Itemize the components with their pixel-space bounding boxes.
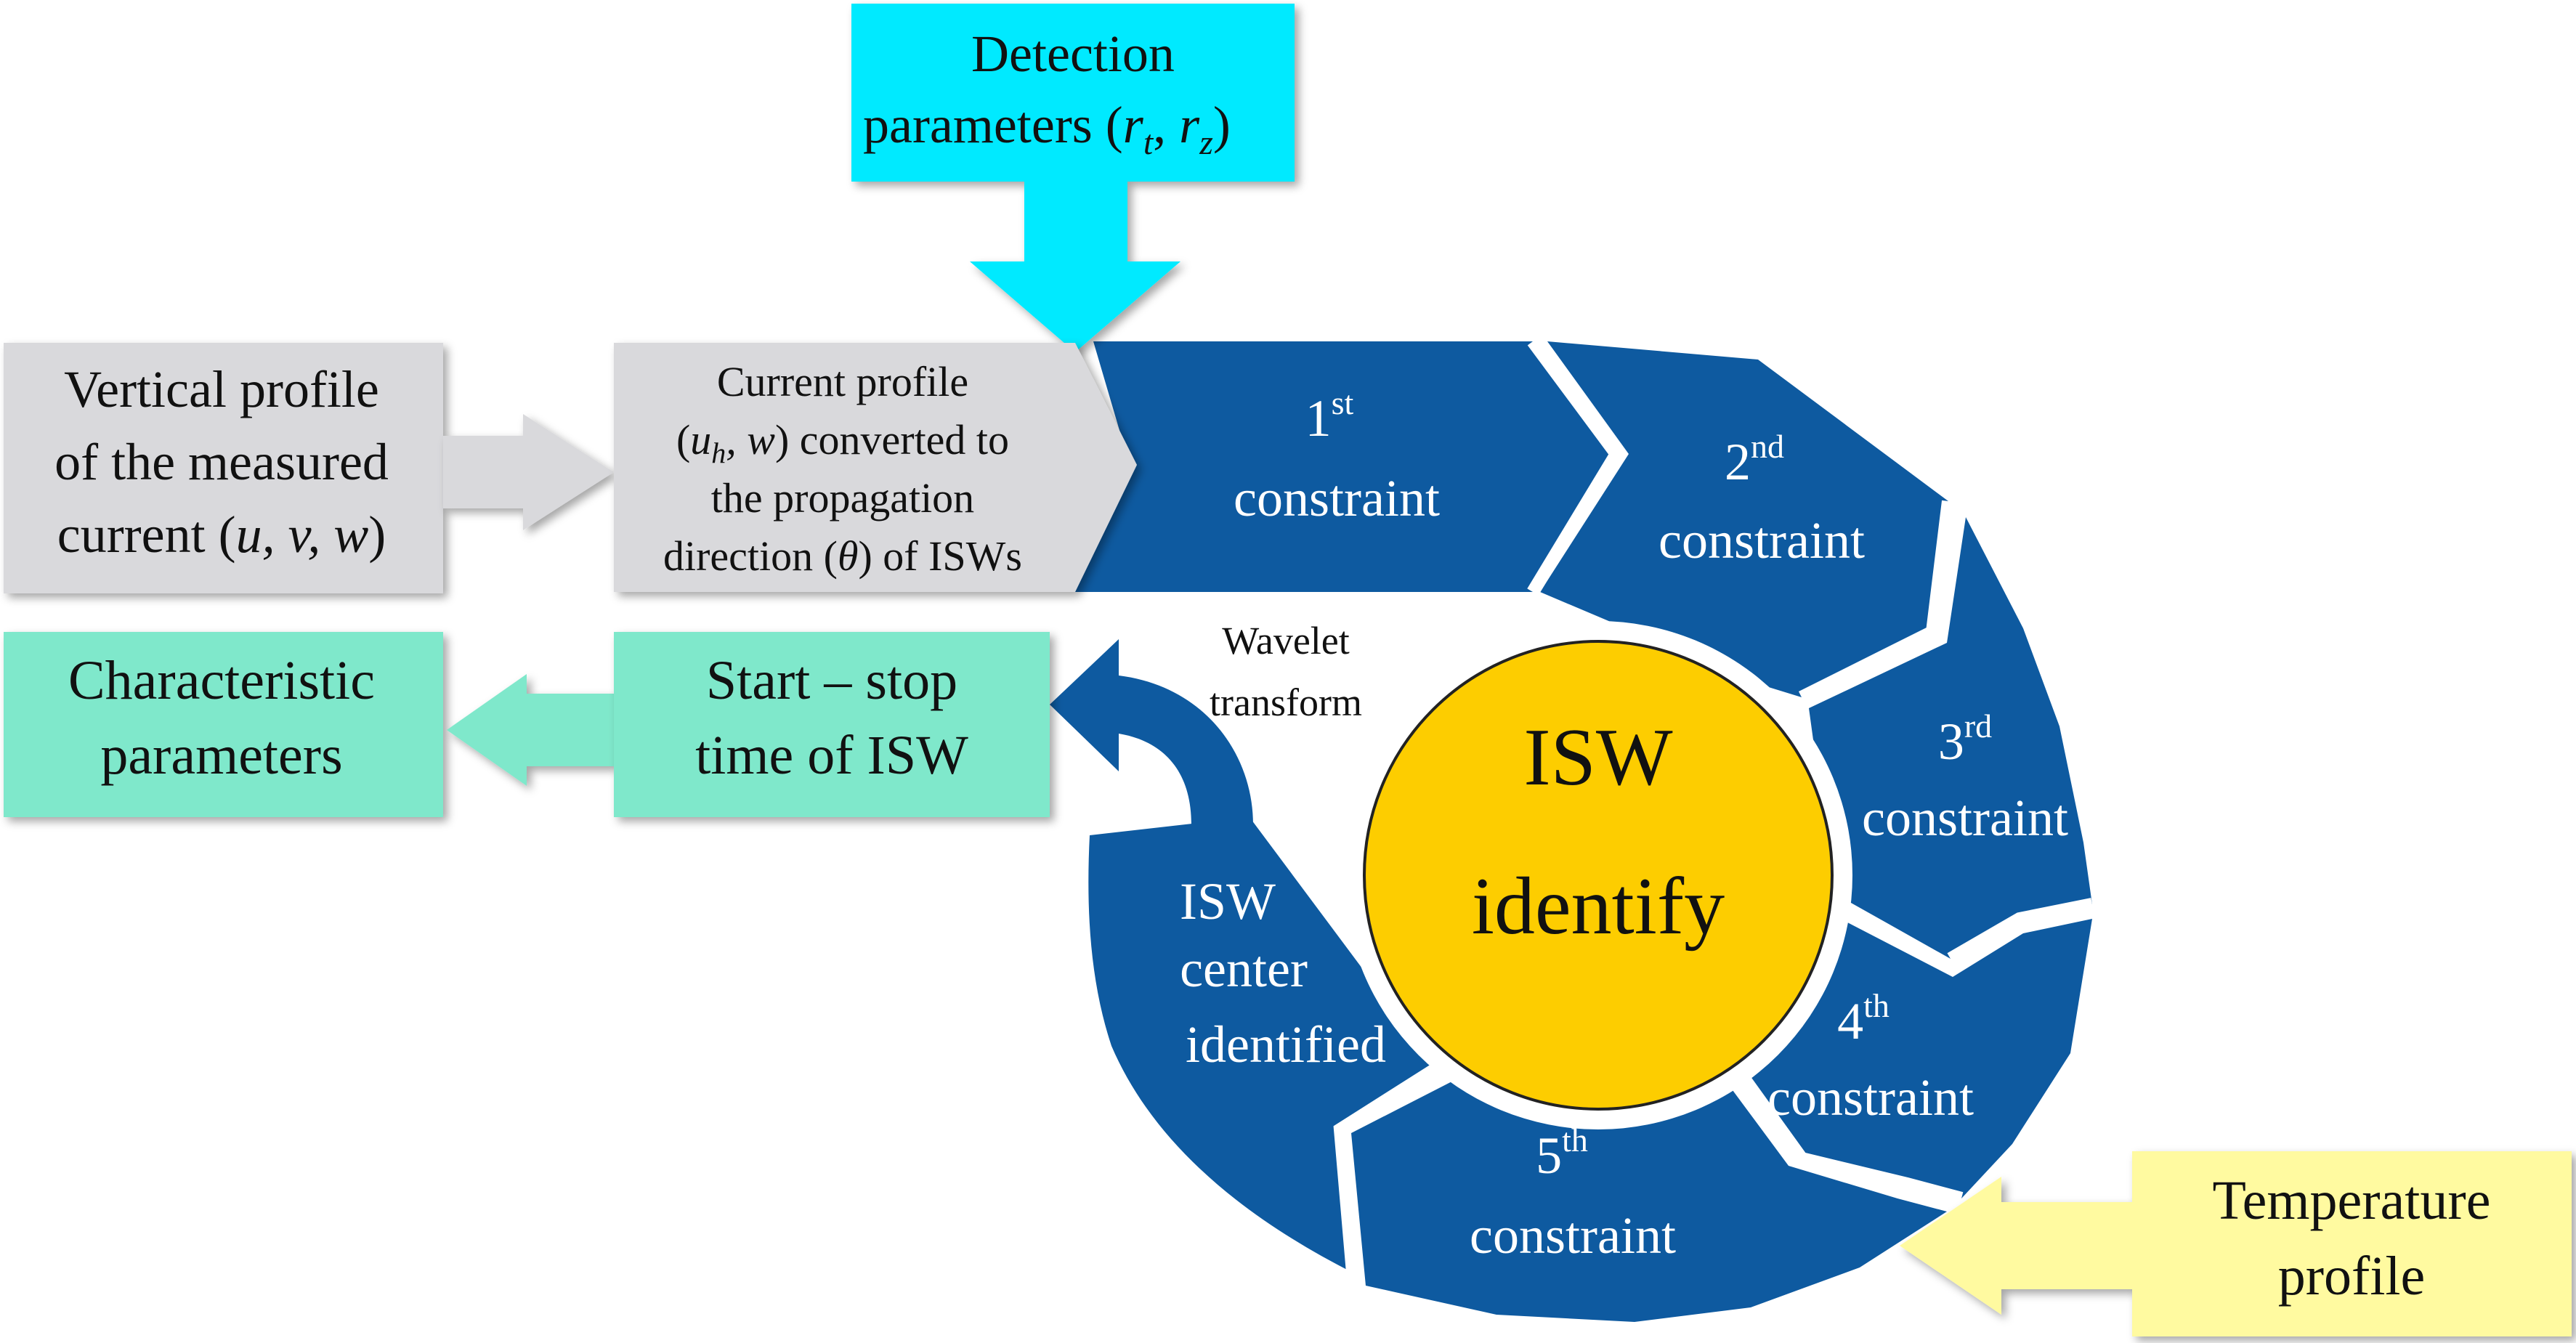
- start-stop-line1: Start – stop: [706, 650, 957, 711]
- temperature-line1: Temperature: [2213, 1170, 2491, 1231]
- constraint-5-ordinal: 5th: [1536, 1121, 1588, 1185]
- center-line1: ISW: [1523, 713, 1673, 803]
- segment-isw-center-identified: [1088, 817, 1451, 1273]
- vertical-profile-line2: of the measured: [54, 433, 389, 491]
- wavelet-curved-arrow: [1050, 639, 1253, 824]
- characteristic-line1: Characteristic: [68, 650, 375, 711]
- segment-3rd-constraint: [1809, 517, 2092, 959]
- detection-line1: Detection: [971, 25, 1175, 83]
- segment-1st-constraint: [1061, 341, 1616, 592]
- vertical-profile-line1: Vertical profile: [64, 360, 379, 418]
- isw-center-line3: identified: [1186, 1015, 1386, 1074]
- detection-block: [851, 4, 1295, 352]
- current-profile-line2: (uh, w) converted to: [676, 416, 1009, 469]
- current-profile-line4: direction (θ) of ISWs: [663, 532, 1022, 580]
- constraint-5-label: constraint: [1470, 1206, 1676, 1265]
- isw-center-line1: ISW: [1180, 872, 1276, 930]
- constraint-2-ordinal: 2nd: [1725, 428, 1784, 491]
- temperature-block: [1900, 1151, 2572, 1336]
- segment-dividers: [1333, 337, 2094, 1273]
- constraint-4-ordinal: 4th: [1837, 987, 1890, 1050]
- wavelet-line1: Wavelet: [1222, 619, 1350, 662]
- constraint-2-label: constraint: [1658, 511, 1865, 569]
- arrow-vertical-to-current: [443, 414, 614, 530]
- wavelet-line2: transform: [1210, 681, 1362, 724]
- detection-arrow: [970, 182, 1180, 352]
- characteristic-line2: parameters: [100, 725, 342, 786]
- temperature-box: [2132, 1151, 2572, 1336]
- current-profile-line1: Current profile: [717, 358, 968, 405]
- segment-2nd-constraint: [1540, 341, 1948, 697]
- center-line2: identify: [1472, 861, 1725, 952]
- isw-center-line2: center: [1180, 940, 1308, 998]
- characteristic-box: [4, 632, 443, 817]
- detection-box: [851, 4, 1295, 182]
- constraint-3-ordinal: 3rd: [1938, 707, 1992, 771]
- current-profile-box: [614, 343, 1137, 592]
- arrow-startstop-to-characteristic: [447, 674, 614, 786]
- current-profile-line3: the propagation: [711, 474, 974, 522]
- detection-line2: parameters (rt, rz): [863, 96, 1231, 162]
- vertical-profile-box: [4, 343, 443, 593]
- constraint-labels: 1st constraint 2nd constraint 3rd constr…: [1180, 384, 2068, 1265]
- temperature-line2: profile: [2278, 1246, 2426, 1307]
- vertical-profile-line3: current (u, v, w): [57, 506, 386, 564]
- temperature-arrow: [1900, 1177, 2132, 1315]
- constraint-1-ordinal: 1st: [1305, 384, 1354, 447]
- segment-5th-constraint: [1351, 1074, 1947, 1322]
- constraint-4-label: constraint: [1767, 1068, 1974, 1127]
- start-stop-line2: time of ISW: [695, 725, 968, 786]
- center-circle: [1363, 640, 1834, 1111]
- start-stop-box: [614, 632, 1050, 817]
- constraint-1-label: constraint: [1234, 469, 1440, 527]
- constraint-3-label: constraint: [1862, 789, 2068, 847]
